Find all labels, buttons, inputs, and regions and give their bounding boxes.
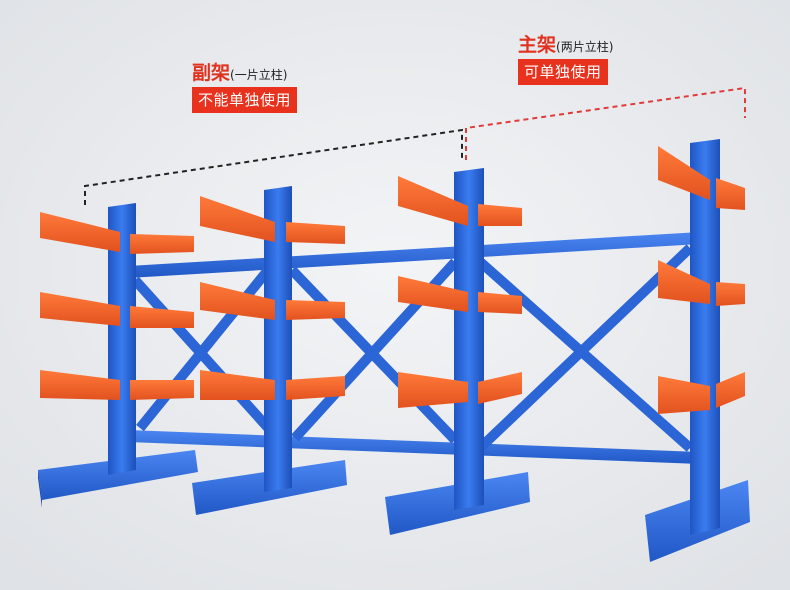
main-frame-label: 主架(两片立柱) 可单独使用 bbox=[518, 30, 613, 85]
secondary-frame-title: 副架 bbox=[192, 62, 231, 84]
main-frame-subtitle: (两片立柱) bbox=[556, 40, 614, 54]
secondary-frame-tag: 不能单独使用 bbox=[192, 87, 298, 113]
secondary-frame-bracket bbox=[84, 128, 463, 205]
uprights bbox=[108, 139, 720, 535]
secondary-frame-label: 副架(一片立柱) 不能单独使用 bbox=[192, 58, 298, 113]
main-frame-title: 主架 bbox=[518, 34, 557, 56]
main-frame-title-line: 主架(两片立柱) bbox=[518, 30, 613, 57]
secondary-frame-subtitle: (一片立柱) bbox=[230, 68, 288, 82]
main-frame-bracket bbox=[465, 86, 746, 160]
main-frame-tag: 可单独使用 bbox=[518, 59, 608, 85]
cantilever-arms bbox=[40, 146, 745, 414]
secondary-frame-title-line: 副架(一片立柱) bbox=[192, 58, 297, 85]
